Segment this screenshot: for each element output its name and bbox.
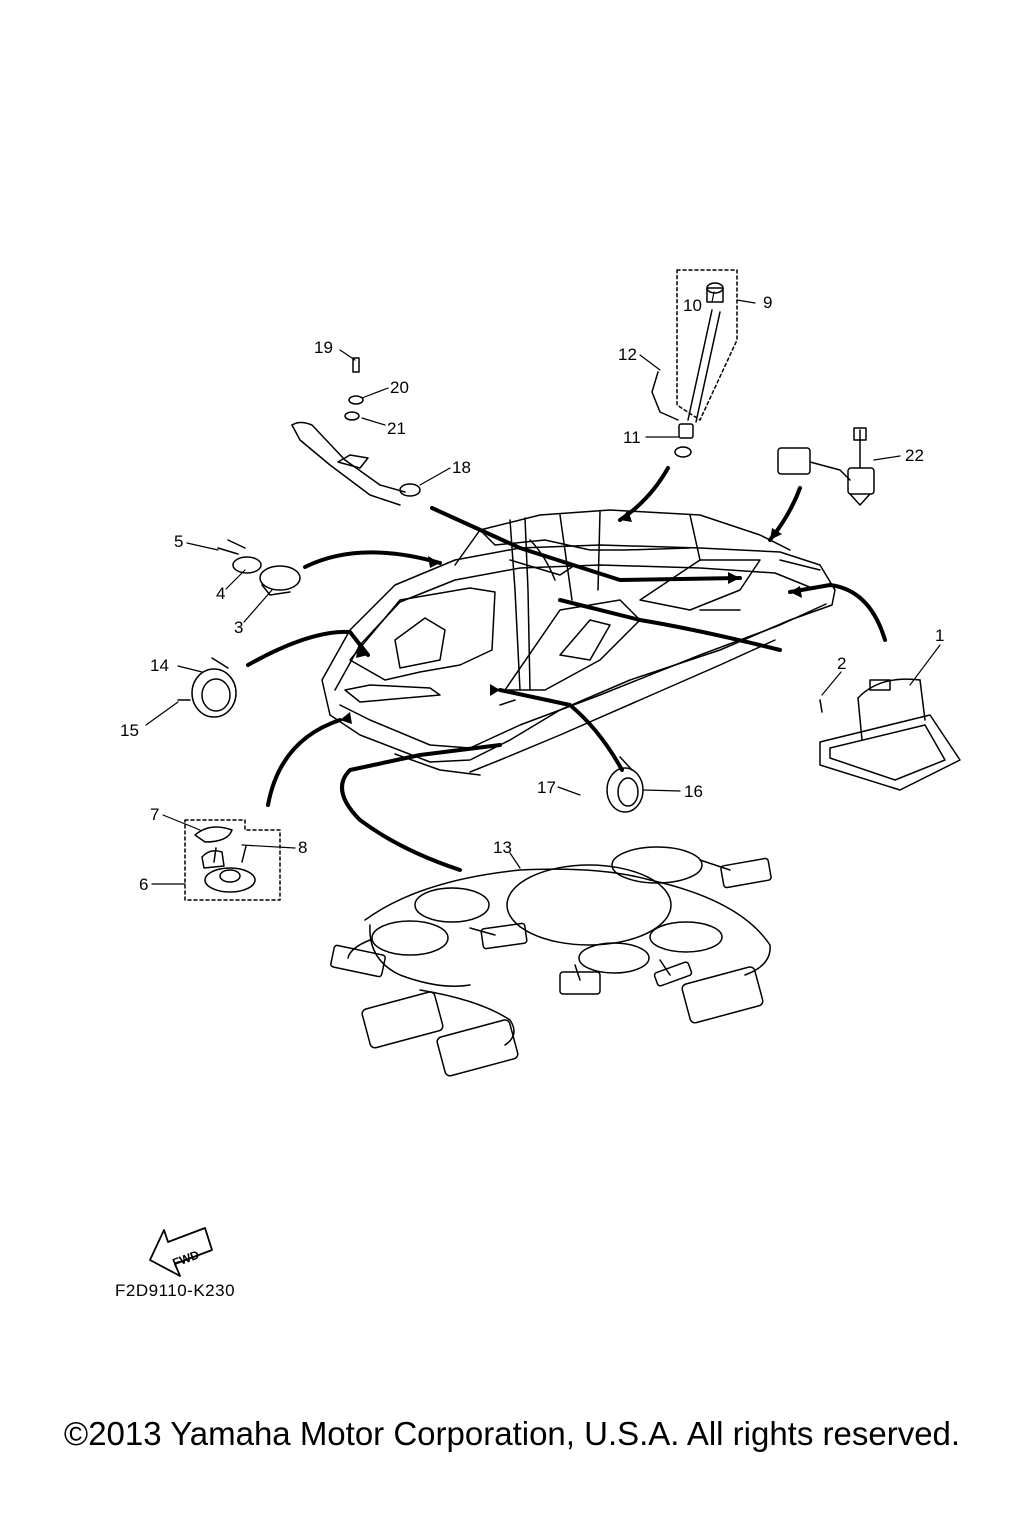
callout-22: 22	[905, 446, 924, 465]
fwd-label: FWD	[171, 1247, 202, 1270]
callout-1: 1	[935, 626, 944, 645]
callout-9: 9	[763, 293, 772, 312]
part-14-speaker-drawing	[177, 657, 237, 718]
callout-17: 17	[537, 778, 556, 797]
callout-21: 21	[387, 419, 406, 438]
callout-8: 8	[298, 838, 307, 857]
boat-hull-drawing	[321, 509, 836, 776]
leader-lines	[145, 291, 941, 885]
callout-3: 3	[234, 618, 243, 637]
part-1-battery-box-drawing	[819, 678, 961, 791]
callout-11: 11	[623, 428, 641, 447]
fwd-arrow-icon	[149, 1227, 213, 1277]
callout-13: 13	[493, 838, 512, 857]
callout-15: 15	[120, 721, 139, 740]
callout-5: 5	[174, 532, 183, 551]
callout-10: 10	[683, 296, 702, 315]
callout-19: 19	[314, 338, 333, 357]
arrowheads	[340, 510, 802, 724]
part-22-sensor-drawing	[777, 427, 875, 506]
callout-7: 7	[150, 805, 159, 824]
callout-18: 18	[452, 458, 471, 477]
copyright-footer: ©2013 Yamaha Motor Corporation, U.S.A. A…	[63, 1415, 961, 1452]
part-3-vent-drawing	[217, 539, 301, 596]
part-9-sender-drawing	[651, 269, 738, 458]
part-16-speaker-drawing	[606, 756, 644, 813]
callout-numbers: 1 2 3 4 5 6 7 8 9 10 11 12 13 14 15 16 1…	[120, 293, 944, 1270]
callout-2: 2	[837, 654, 846, 673]
part-18-line-drawing	[291, 357, 421, 506]
callout-20: 20	[390, 378, 409, 397]
part-6-switch-drawing	[184, 819, 281, 901]
part-13-harness-drawing	[330, 846, 772, 1077]
callout-6: 6	[139, 875, 148, 894]
callout-12: 12	[618, 345, 637, 364]
assembly-arrows	[246, 466, 887, 872]
callout-4: 4	[216, 584, 225, 603]
callout-14: 14	[150, 656, 169, 675]
callout-16: 16	[684, 782, 703, 801]
drawing-code: F2D9110-K230	[115, 1281, 236, 1300]
